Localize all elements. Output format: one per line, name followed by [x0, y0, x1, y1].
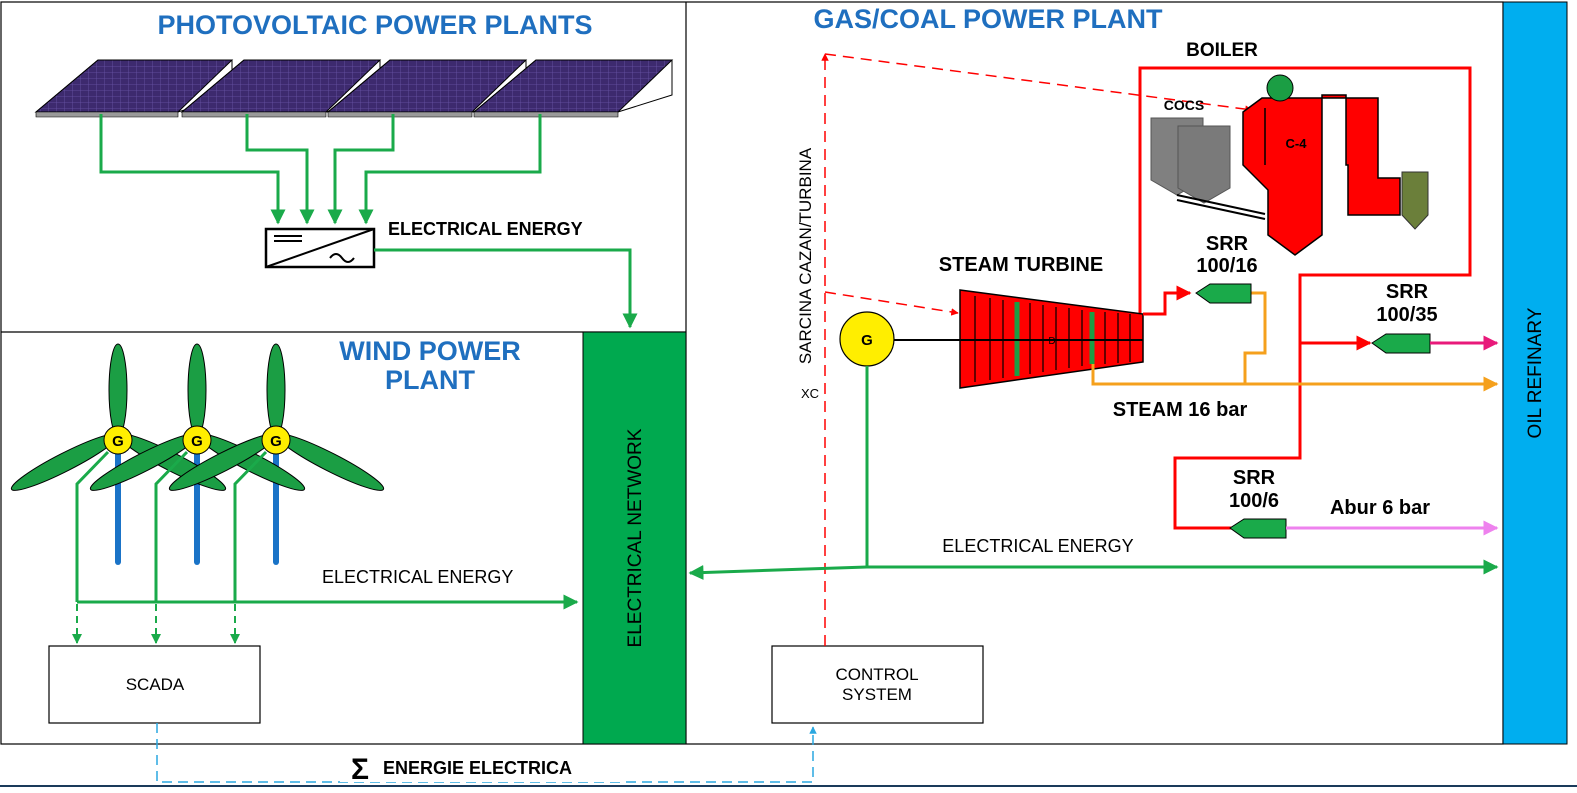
wind-generator-label: G	[112, 433, 124, 450]
turbine-exhaust-line	[1091, 364, 1499, 392]
energie-electrica-label: ENERGIE ELECTRICA	[383, 758, 572, 778]
steam-turbine-label: STEAM TURBINE	[939, 254, 1103, 276]
electrical-network-bar	[582, 331, 687, 745]
turbine-d-label: D	[1048, 336, 1055, 347]
solar-panels	[34, 59, 674, 118]
pv-energy-label: ELECTRICAL ENERGY	[388, 219, 583, 239]
wind-turbine: G	[89, 343, 306, 491]
scada-links	[72, 604, 240, 644]
control-label-line1: CONTROL	[835, 665, 918, 684]
oil-refinery-bar	[1502, 1, 1568, 745]
srr6-label-line1: SRR	[1233, 467, 1276, 489]
wind-turbines: G G G	[10, 343, 385, 565]
solar-panel	[326, 59, 528, 118]
boiler-label: BOILER	[1186, 40, 1258, 61]
wind-title-line2: PLANT	[385, 365, 475, 395]
wind-generator-label: G	[191, 433, 203, 450]
srr16-output-line	[1243, 291, 1267, 384]
turbine-to-srr16	[1143, 285, 1192, 316]
boiler-unit	[1242, 74, 1429, 256]
gas-electrical-lines	[688, 366, 1499, 581]
steam16-label: STEAM 16 bar	[1113, 399, 1248, 421]
srr-100-6-valve	[1229, 518, 1287, 539]
solar-panel	[180, 59, 382, 118]
wind-turbine: G	[168, 343, 385, 491]
pv-title: PHOTOVOLTAIC POWER PLANTS	[157, 10, 592, 40]
solar-panel	[34, 59, 234, 118]
gas-title: GAS/COAL POWER PLANT	[813, 4, 1163, 34]
wind-energy-label: ELECTRICAL ENERGY	[322, 567, 513, 587]
pv-connections	[99, 114, 542, 225]
srr-100-16-valve	[1195, 283, 1252, 304]
srr35-label-line1: SRR	[1386, 281, 1429, 303]
control-label-line2: SYSTEM	[842, 685, 912, 704]
control-signals	[821, 53, 1253, 646]
boiler-loop	[1138, 66, 1472, 530]
sum-symbol: Σ	[351, 753, 369, 786]
srr-100-35-valve	[1371, 333, 1431, 354]
wind-turbine: G	[10, 343, 227, 491]
control-system-box: CONTROL SYSTEM	[771, 645, 984, 724]
pv-to-network-line	[374, 248, 638, 329]
network-label: ELECTRICAL NETWORK	[625, 428, 646, 647]
solar-panel	[472, 59, 674, 118]
cocs-label: COCS	[1164, 97, 1204, 113]
gas-energy-label: ELECTRICAL ENERGY	[942, 536, 1133, 556]
srr6-label-line2: 100/6	[1229, 490, 1279, 512]
srr16-label-line1: SRR	[1206, 233, 1249, 255]
sarcina-label: SARCINA CAZAN/TURBINA	[796, 147, 815, 364]
inverter-icon	[264, 227, 376, 269]
wind-connections	[75, 450, 579, 610]
generator-label: G	[861, 332, 873, 349]
xc-label: XC	[801, 386, 819, 401]
coke-silos	[1150, 117, 1266, 220]
abur6-label: Abur 6 bar	[1330, 497, 1430, 519]
scada-label: SCADA	[126, 675, 185, 694]
wind-title-line1: WIND POWER	[339, 336, 521, 366]
c4-label: C-4	[1286, 136, 1308, 151]
srr35-label-line2: 100/35	[1376, 304, 1437, 326]
srr16-label-line2: 100/16	[1196, 255, 1257, 277]
refinery-label: OIL REFINARY	[1525, 307, 1546, 438]
scada-box: SCADA	[48, 645, 261, 724]
wind-generator-label: G	[270, 433, 282, 450]
energie-label-bg	[340, 752, 622, 782]
